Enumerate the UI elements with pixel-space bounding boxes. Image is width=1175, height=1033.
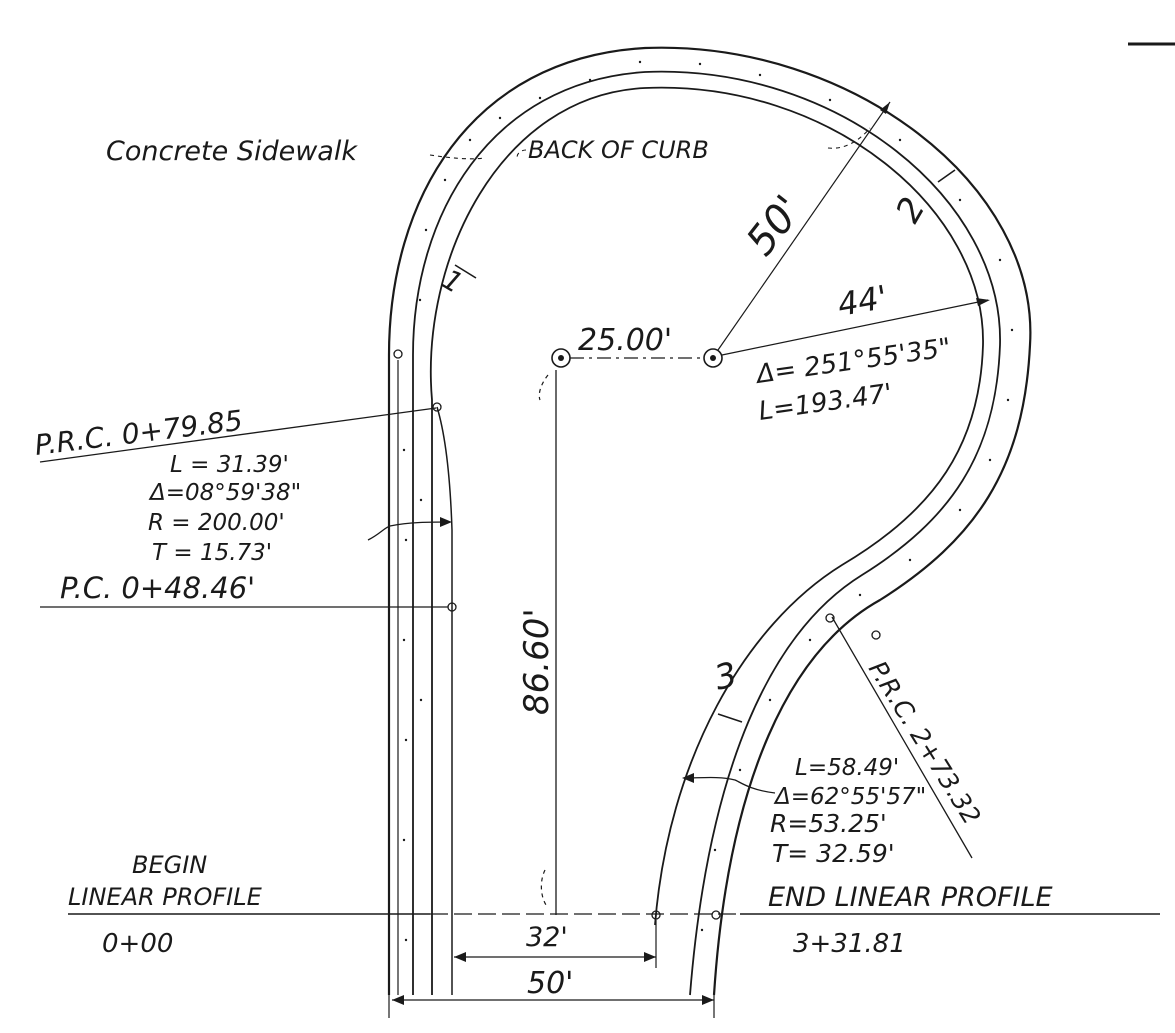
curve-3-delta: Δ=62°55'57": [773, 784, 926, 810]
center-point-right: [703, 348, 723, 368]
segment-1-tick: [454, 264, 477, 279]
curve-3-arrow: [682, 773, 694, 783]
curb-inner-line: [436, 406, 453, 607]
segment-3-label: 3: [711, 655, 742, 699]
prc-2-leader: [831, 616, 973, 859]
radius-50-line: [717, 101, 891, 351]
back-of-curb-line: [412, 70, 1001, 996]
begin-linear-profile-label: LINEAR PROFILE: [68, 883, 263, 911]
back-of-curb-label: BACK OF CURB: [528, 136, 709, 164]
vertical-dim-tick-top: [538, 374, 549, 401]
curve-3-radius: R=53.25': [770, 809, 887, 838]
vertical-dimension-label: 86.60': [517, 608, 557, 715]
prc-2-point: [825, 613, 835, 623]
end-linear-profile-label: END LINEAR PROFILE: [768, 882, 1053, 913]
curve-3-tangent: T= 32.59': [772, 839, 895, 868]
sidewalk-outer-edge: [387, 46, 1032, 996]
concrete-sidewalk-label: Concrete Sidewalk: [106, 136, 358, 167]
main-curve-delta: Δ= 251°55'35": [753, 333, 953, 390]
radius-44-arrow: [976, 298, 990, 306]
sidewalk-stipple: [402, 60, 1014, 942]
prc-1-point: [432, 402, 442, 412]
sidewalk-label-leader: [429, 154, 485, 160]
curb-tangent-point: [871, 630, 881, 640]
center-offset-label: 25.00': [578, 323, 672, 358]
construction-lines: [39, 101, 1160, 1018]
radius-50-label: 50': [738, 187, 812, 264]
back-of-curb-leader-right: [827, 127, 871, 149]
end-point-outer: [711, 910, 721, 920]
center-point-left-dot: [558, 355, 564, 361]
annotations: Concrete Sidewalk BACK OF CURB 50' 1 2 3…: [33, 136, 1053, 1001]
radius-44-label: 44': [835, 278, 890, 324]
curve-3-leader: [685, 776, 776, 794]
center-point-right-dot: [710, 355, 716, 361]
prc-1-leader: [39, 407, 437, 463]
dim-50-arrow-right: [702, 995, 714, 1005]
radius-200-leader: [367, 521, 449, 541]
curb-face-line: [430, 86, 984, 995]
dim-32-arrow-right: [644, 952, 656, 962]
radius-44-line: [721, 299, 989, 356]
curve-1-radius: R = 200.00': [148, 510, 285, 536]
dim-50-arrow-left: [392, 995, 404, 1005]
back-of-curb-leader-left: [516, 149, 527, 161]
curve-3-length: L=58.49': [795, 755, 899, 781]
curve-1-delta: Δ=08°59'38": [148, 480, 301, 506]
segment-2-tick: [937, 169, 956, 183]
segment-2-label: 2: [888, 191, 933, 230]
end-point-inner: [651, 910, 661, 920]
curve-1-length: L = 31.39': [170, 452, 289, 478]
radius-200-arrow: [440, 517, 452, 527]
begin-station-label: 0+00: [102, 929, 173, 959]
curb-start-point: [393, 349, 403, 359]
begin-label: BEGIN: [132, 851, 207, 879]
end-station-label: 3+31.81: [793, 929, 906, 959]
vertical-dim-tick-bottom: [540, 869, 547, 906]
curve-1-tangent: T = 15.73': [152, 540, 272, 566]
pc-label: P.C. 0+48.46': [60, 571, 255, 605]
dim-32-arrow-left: [454, 952, 466, 962]
pc-point: [447, 602, 457, 612]
dim-32-label: 32': [526, 922, 568, 953]
segment-1-label: 1: [437, 262, 469, 299]
curb-geometry: [387, 46, 1032, 996]
segment-3-tick: [717, 713, 743, 723]
radius-50-arrow: [880, 102, 890, 114]
dim-50-label: 50': [527, 966, 573, 1001]
